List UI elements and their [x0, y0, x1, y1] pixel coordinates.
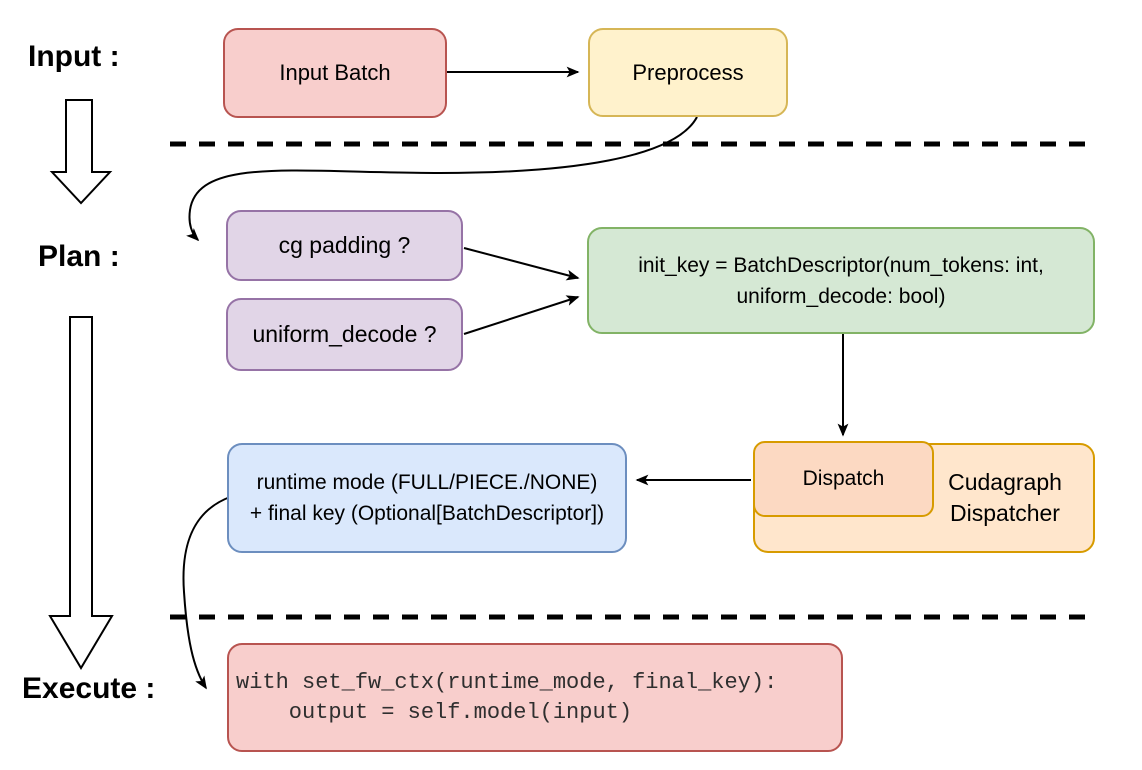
- runtime-mode-line2: + final key (Optional[BatchDescriptor]): [249, 502, 605, 525]
- dispatch-node: Dispatch: [753, 441, 934, 517]
- uniform-decode-node: uniform_decode ?: [226, 298, 463, 371]
- execute-code: with set_fw_ctx(runtime_mode, final_key)…: [236, 668, 777, 728]
- cg-padding-node: cg padding ?: [226, 210, 463, 281]
- preprocess-node: Preprocess: [588, 28, 788, 117]
- input-stage-label: Input :: [28, 40, 120, 73]
- init-key-line2: uniform_decode: bool): [736, 284, 946, 308]
- dispatch-label: Dispatch: [802, 467, 885, 490]
- execute-stage-label: Execute :: [22, 672, 156, 705]
- runtime-mode-node: runtime mode (FULL/PIECE./NONE) + final …: [227, 443, 627, 553]
- cg-padding-label: cg padding ?: [278, 232, 411, 258]
- init-key-label: init_key = BatchDescriptor(num_tokens: i…: [638, 250, 1044, 312]
- init-key-line1: init_key = BatchDescriptor(num_tokens: i…: [638, 253, 1044, 277]
- execute-code-line2: output = self.model(input): [236, 699, 633, 725]
- runtime-mode-line1: runtime mode (FULL/PIECE./NONE): [256, 471, 598, 494]
- init-key-node: init_key = BatchDescriptor(num_tokens: i…: [587, 227, 1095, 334]
- execute-code-line1: with set_fw_ctx(runtime_mode, final_key)…: [236, 669, 778, 695]
- runtime-mode-label: runtime mode (FULL/PIECE./NONE) + final …: [250, 467, 604, 529]
- preprocess-label: Preprocess: [632, 59, 744, 85]
- arrow-uniformdecode-to-initkey: [463, 295, 580, 335]
- cudagraph-dispatcher-label: Cudagraph Dispatcher: [948, 469, 1062, 526]
- input-batch-label: Input Batch: [279, 60, 391, 85]
- arrow-cgpadding-to-initkey: [463, 247, 580, 281]
- plan-stage-arrow: [48, 316, 114, 670]
- execute-code-node: with set_fw_ctx(runtime_mode, final_key)…: [227, 643, 843, 752]
- input-stage-arrow: [49, 99, 113, 205]
- plan-stage-label: Plan :: [38, 240, 120, 273]
- uniform-decode-label: uniform_decode ?: [252, 321, 437, 347]
- curve-runtimemode-to-execute: [182, 496, 231, 690]
- input-batch-node: Input Batch: [223, 28, 447, 118]
